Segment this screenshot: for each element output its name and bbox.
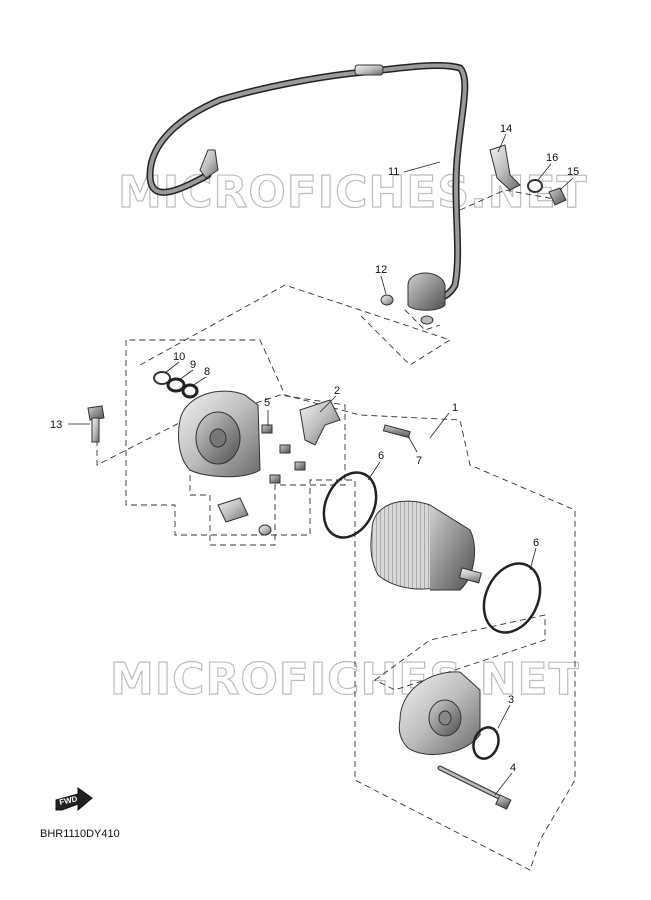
leader-12	[380, 275, 387, 295]
fwd-label: FWD	[59, 794, 79, 807]
callout-1: 1	[452, 402, 458, 414]
callout-13: 13	[50, 419, 62, 431]
brush-holder-2	[299, 399, 341, 446]
assembly-outline-cover	[374, 614, 546, 691]
fwd-arrow-icon: FWD	[55, 787, 93, 812]
armature-shaft	[458, 567, 482, 584]
callout-11: 11	[388, 166, 399, 178]
through-bolt-4-head	[495, 794, 512, 810]
callout-5: 5	[264, 397, 270, 409]
bolt-13-shaft	[91, 417, 100, 443]
washer-8	[181, 383, 199, 399]
brush-a	[261, 424, 273, 434]
callout-6-front: 6	[533, 537, 539, 549]
leader-11	[403, 161, 441, 173]
callout-10: 10	[173, 351, 185, 363]
leader-9	[178, 369, 194, 381]
cable-sleeve	[354, 64, 384, 76]
rear-cover-bearing	[209, 428, 227, 448]
callout-3: 3	[508, 694, 514, 706]
callout-12: 12	[375, 264, 387, 276]
leader-6a	[367, 461, 381, 481]
leader-14	[497, 133, 507, 153]
leader-6b	[529, 547, 537, 571]
guide-line-bolt13	[96, 419, 186, 466]
brush-b	[279, 444, 291, 454]
cable-bracket	[489, 144, 521, 191]
bolt-13-head	[87, 405, 105, 421]
screw-7	[382, 424, 411, 439]
leader-3	[497, 704, 511, 729]
callout-2: 2	[334, 385, 340, 397]
leader-16	[537, 163, 552, 181]
diagram-code: BHR1110DY410	[40, 828, 120, 840]
callout-8: 8	[204, 366, 210, 378]
ground-lug	[199, 149, 219, 179]
callout-14: 14	[500, 123, 512, 135]
assembly-outline-starter	[125, 339, 576, 871]
watermark-bottom: MICROFICHES.NET	[110, 654, 580, 705]
callout-9: 9	[190, 359, 196, 371]
terminal-plate	[217, 497, 249, 523]
o-ring-6-front	[482, 562, 542, 634]
assembly-outline-brush-holder	[189, 394, 346, 546]
leader-7	[407, 435, 418, 453]
nut-12	[380, 294, 394, 306]
leader-2	[319, 395, 337, 413]
leader-15	[559, 177, 574, 191]
washer-9	[166, 377, 186, 393]
bolt-15	[548, 187, 567, 206]
terminal-nut	[258, 524, 272, 536]
terminal-boot	[407, 272, 446, 311]
brush-d	[269, 474, 281, 484]
front-cover-bearing	[438, 710, 452, 726]
washer-16	[527, 179, 543, 193]
callout-15: 15	[567, 166, 579, 178]
terminal-ring	[420, 315, 434, 325]
o-ring-3	[472, 726, 500, 760]
callout-4: 4	[510, 762, 516, 774]
callout-7: 7	[416, 455, 422, 467]
o-ring-6-rear	[322, 471, 378, 539]
assembly-outline-bolts-to-cable	[139, 284, 452, 366]
callout-6-rear: 6	[378, 450, 384, 462]
leader-8	[191, 376, 207, 387]
leader-4	[494, 772, 513, 796]
brush-c	[294, 461, 306, 471]
washer-10	[153, 371, 171, 385]
leader-1	[429, 412, 450, 439]
leader-10	[164, 361, 180, 374]
callout-16: 16	[546, 152, 558, 164]
